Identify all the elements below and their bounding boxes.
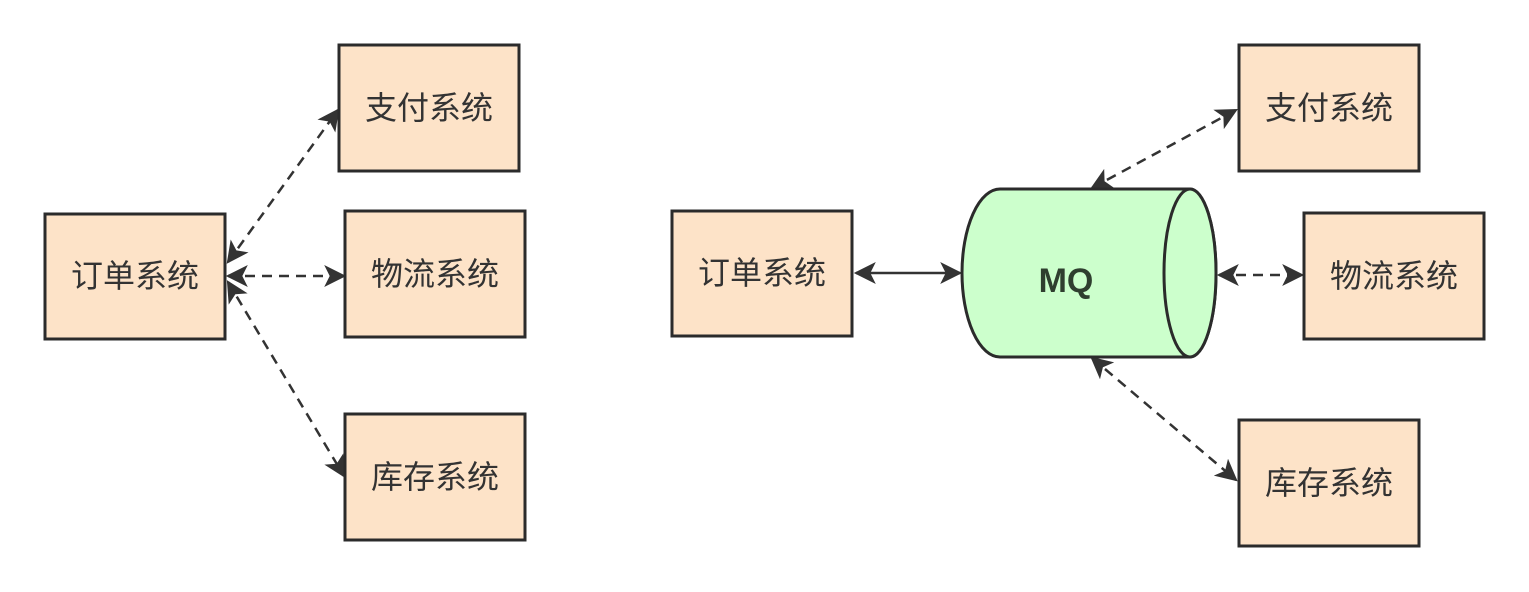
edge-order-inventory: [226, 280, 346, 478]
logistics-system-box: 物流系统: [343, 209, 527, 339]
right-diagram: 订单系统 MQ 支付系统 物流系统 库存系统: [670, 43, 1486, 548]
inventory-system-label: 库存系统: [371, 458, 499, 496]
left-diagram: 订单系统 支付系统 物流系统 库存系统: [43, 43, 527, 542]
inventory-system-label-mq: 库存系统: [1265, 464, 1393, 502]
inventory-system-box-mq: 库存系统: [1237, 418, 1421, 548]
order-system-label: 订单系统: [71, 257, 199, 295]
edge-mq-inventory: [1090, 356, 1238, 482]
inventory-system-box: 库存系统: [343, 412, 527, 542]
order-system-box: 订单系统: [43, 212, 227, 341]
logistics-system-box-mq: 物流系统: [1302, 211, 1486, 341]
logistics-system-label-mq: 物流系统: [1330, 257, 1458, 295]
mq-cylinder: MQ: [960, 187, 1218, 359]
mq-label: MQ: [1039, 262, 1094, 300]
edge-mq-payment: [1090, 108, 1238, 190]
payment-system-box-mq: 支付系统: [1237, 43, 1421, 173]
edge-order-payment: [226, 108, 340, 264]
order-system-box-mq: 订单系统: [670, 209, 854, 338]
payment-system-label-mq: 支付系统: [1265, 89, 1393, 127]
payment-system-label: 支付系统: [365, 89, 493, 127]
logistics-system-label: 物流系统: [371, 255, 499, 293]
payment-system-box: 支付系统: [337, 43, 521, 173]
order-system-label-mq: 订单系统: [698, 254, 826, 292]
